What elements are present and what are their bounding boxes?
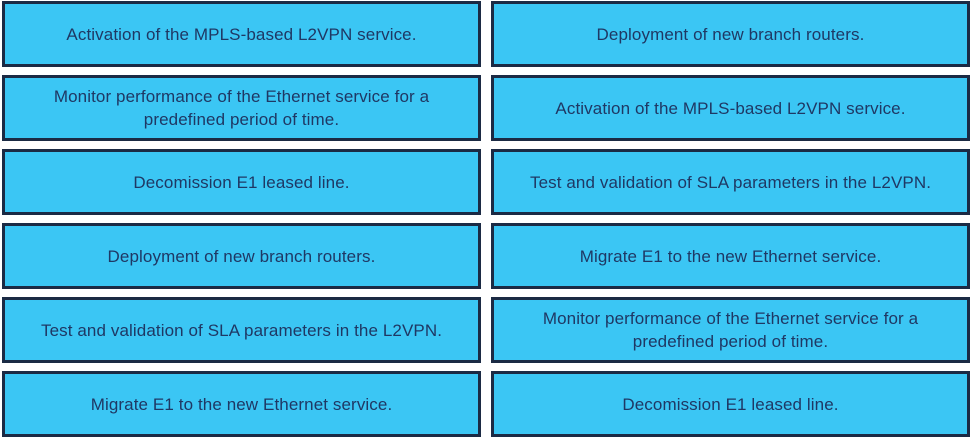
left-card-6-label: Migrate E1 to the new Ethernet service. [90,394,393,414]
left-card-3-label: Decomission E1 leased line. [133,172,350,192]
right-card-2[interactable]: Activation of the MPLS-based L2VPN servi… [491,75,970,141]
right-card-1-label: Deployment of new branch routers. [596,24,865,44]
right-card-4[interactable]: Migrate E1 to the new Ethernet service. [491,223,970,289]
right-card-5-label: Monitor performance of the Ethernet serv… [542,309,919,351]
right-card-3[interactable]: Test and validation of SLA parameters in… [491,149,970,215]
left-card-5-label: Test and validation of SLA parameters in… [40,320,443,340]
left-card-1-label: Activation of the MPLS-based L2VPN servi… [66,24,417,44]
left-card-5[interactable]: Test and validation of SLA parameters in… [2,297,481,363]
right-card-2-label: Activation of the MPLS-based L2VPN servi… [555,98,906,118]
right-card-column: Deployment of new branch routers. Activa… [489,0,972,444]
right-card-6-label: Decomission E1 leased line. [622,394,839,414]
left-card-2-label: Monitor performance of the Ethernet serv… [53,87,430,129]
left-card-6[interactable]: Migrate E1 to the new Ethernet service. [2,371,481,437]
left-card-3[interactable]: Decomission E1 leased line. [2,149,481,215]
left-card-1[interactable]: Activation of the MPLS-based L2VPN servi… [2,1,481,67]
left-card-4-label: Deployment of new branch routers. [107,246,376,266]
right-card-5[interactable]: Monitor performance of the Ethernet serv… [491,297,970,363]
right-card-3-label: Test and validation of SLA parameters in… [529,172,932,192]
left-card-column: Activation of the MPLS-based L2VPN servi… [0,0,483,444]
left-card-2[interactable]: Monitor performance of the Ethernet serv… [2,75,481,141]
right-card-1[interactable]: Deployment of new branch routers. [491,1,970,67]
right-card-6[interactable]: Decomission E1 leased line. [491,371,970,437]
right-card-4-label: Migrate E1 to the new Ethernet service. [579,246,882,266]
left-card-4[interactable]: Deployment of new branch routers. [2,223,481,289]
